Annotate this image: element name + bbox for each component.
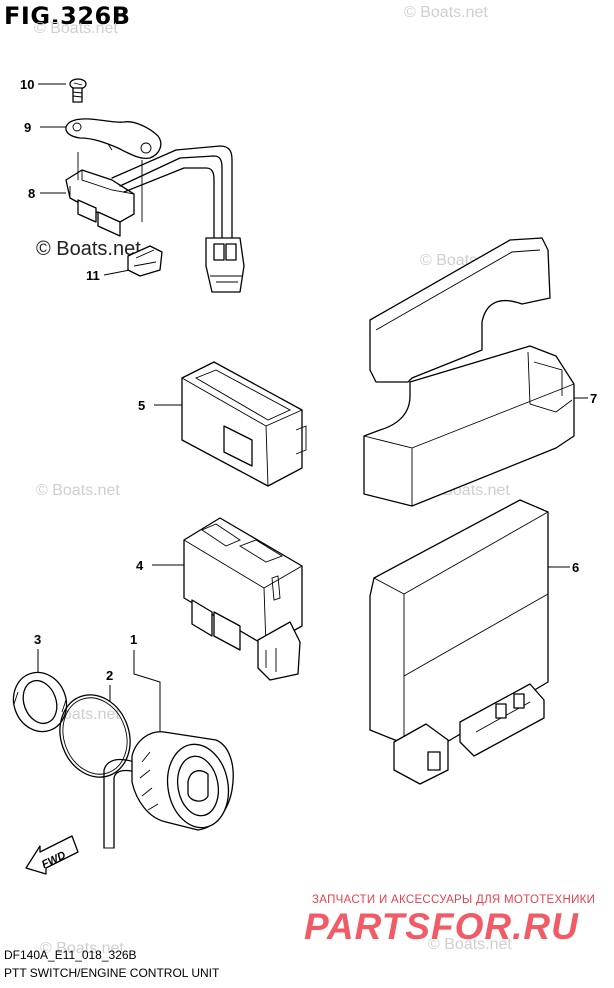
- watermark-boats: © Boats.net: [404, 4, 488, 21]
- part-6-ecu: [369, 499, 549, 785]
- part-11-clamp: [127, 245, 163, 277]
- part-10-screw: [69, 78, 87, 103]
- callout-11: 11: [86, 268, 100, 283]
- callout-8: 8: [28, 186, 36, 201]
- part-4-module: [183, 517, 303, 681]
- watermark-boats: © Boats.net: [36, 482, 120, 499]
- part-9-bracket: [65, 118, 162, 160]
- callout-9: 9: [24, 120, 32, 135]
- callout-2: 2: [106, 668, 114, 683]
- watermark-boats: © Boats.net: [428, 936, 512, 953]
- part-5-case: [181, 361, 307, 487]
- part-2-o-ring: [59, 694, 131, 778]
- promo-tagline: ЗАПЧАСТИ И АКСЕССУАРЫ ДЛЯ МОТОТЕХНИКИ: [312, 894, 596, 906]
- figure-model-code: DF140A_E11_018_326B: [4, 948, 137, 962]
- callout-7: 7: [590, 391, 598, 406]
- leader-lines: [37, 83, 588, 740]
- part-8-ptt-switch: [65, 145, 245, 293]
- callout-6: 6: [572, 560, 580, 575]
- callout-1: 1: [130, 632, 138, 647]
- callout-5: 5: [138, 398, 146, 413]
- figure-title: FIG.326B: [4, 2, 131, 30]
- watermark-boats: © Boats.net: [40, 940, 124, 957]
- callout-3: 3: [34, 632, 42, 647]
- watermark-boats: © Boats.net: [34, 20, 118, 37]
- part-1-ptt-switch: [103, 731, 234, 849]
- part-3-ring-nut: [12, 671, 68, 733]
- fwd-arrow: FWD: [25, 835, 79, 875]
- callout-4: 4: [136, 558, 144, 573]
- part-7-cover: [363, 237, 575, 507]
- callout-10: 10: [20, 77, 35, 92]
- watermark-boats-dark: © Boats.net: [36, 238, 141, 260]
- figure-name: PTT SWITCH/ENGINE CONTROL UNIT: [4, 966, 220, 980]
- promo-logo: PARTSFOR.RU: [304, 906, 579, 947]
